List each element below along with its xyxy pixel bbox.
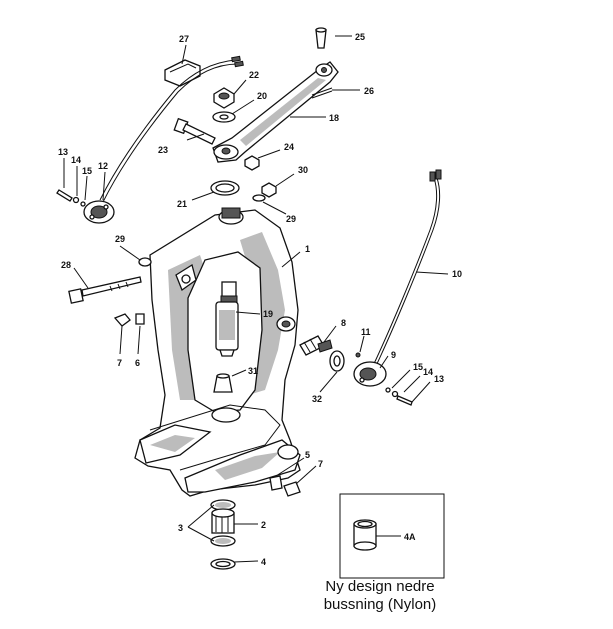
fitting-6 (135, 313, 145, 325)
callout-4: 4 (261, 557, 266, 567)
gimbal-housing (134, 207, 301, 497)
callout-13-left: 13 (58, 147, 68, 157)
callout-13-right: 13 (434, 374, 444, 384)
callout-7-right: 7 (318, 459, 323, 469)
callout-6: 6 (135, 358, 140, 368)
callout-19: 19 (263, 309, 273, 319)
caption-line-1: Ny design nedre (325, 578, 435, 595)
bolt-28 (68, 276, 142, 304)
callout-18: 18 (329, 113, 339, 123)
callout-3: 3 (178, 523, 183, 533)
callout-9: 9 (391, 350, 396, 360)
fitting-5 (269, 475, 283, 491)
bearing-stack (210, 499, 236, 570)
callout-14-left: 14 (71, 155, 81, 165)
nut-24 (244, 155, 260, 171)
callout-2: 2 (261, 520, 266, 530)
screw-13-left (56, 189, 73, 202)
callout-27: 27 (179, 34, 189, 44)
cable-clip-27 (164, 59, 201, 87)
callout-20: 20 (257, 91, 267, 101)
callout-11: 11 (361, 327, 371, 337)
caption-line-2: bussning (Nylon) (323, 596, 437, 613)
callout-32: 32 (312, 394, 322, 404)
callout-26: 26 (364, 86, 374, 96)
callout-5: 5 (305, 450, 310, 460)
callout-24: 24 (284, 142, 294, 152)
plug-7-right (283, 481, 301, 497)
callout-1: 1 (305, 244, 310, 254)
callout-30: 30 (298, 165, 308, 175)
callout-29-left: 29 (115, 234, 125, 244)
inset-caption: Ny design nedre bussning (Nylon) (300, 578, 460, 614)
washer-29-left (138, 257, 152, 267)
callout-10: 10 (452, 269, 462, 279)
u-joint-shaft (215, 281, 239, 357)
callout-4a: 4A (404, 532, 416, 542)
callout-8: 8 (341, 318, 346, 328)
callout-15-right: 15 (413, 362, 423, 372)
callout-labels: 25 26 18 27 22 20 23 24 30 21 29 13 14 1… (58, 32, 462, 567)
callout-22: 22 (249, 70, 259, 80)
fitting-8 (299, 335, 333, 356)
screw-11 (355, 352, 361, 358)
callout-15-left: 15 (82, 166, 92, 176)
callout-29-top: 29 (286, 214, 296, 224)
washer-29-top (252, 194, 266, 202)
callout-12: 12 (98, 161, 108, 171)
callout-25: 25 (355, 32, 365, 42)
steering-lever (212, 27, 339, 163)
nut-30 (261, 182, 277, 198)
bolt-23 (173, 117, 216, 145)
callout-14-right: 14 (423, 367, 433, 377)
callout-31: 31 (248, 366, 258, 376)
screw-13-right (396, 395, 413, 406)
callout-21: 21 (177, 199, 187, 209)
trim-sender-left (83, 55, 244, 224)
callout-28: 28 (61, 260, 71, 270)
callout-23: 23 (158, 145, 168, 155)
callout-7-left: 7 (117, 358, 122, 368)
trim-sender-right (353, 169, 442, 387)
leader-lines (63, 35, 449, 563)
fitting-7-left (113, 313, 131, 327)
